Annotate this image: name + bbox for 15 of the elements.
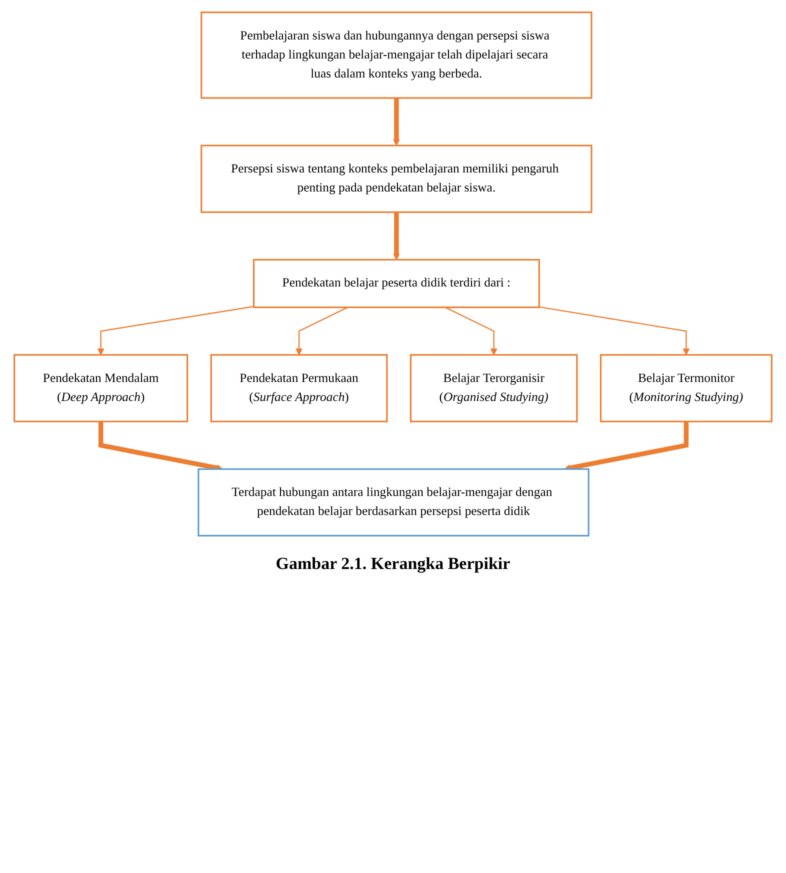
node-box: Pendekatan Permukaan (Surface Approach) [210,354,388,422]
node-box: Pendekatan belajar peserta didik terdiri dari : [252,258,540,308]
arrow [392,98,400,146]
arrow [97,306,254,356]
node-box: Pembelajaran siswa dan hubungannya dengan persepsi siswa terhadap lingkungan belajar-mengajar telah dipelajari secara luas dalam konteks yang berbeda. [200,12,592,99]
arrow [444,306,498,356]
node-box: Belajar Terorganisir (Organised Studying) [410,354,578,422]
node-box: Persepsi siswa tentang konteks pembelajaran memiliki pengaruh penting pada pendekatan belajar siswa. [200,144,592,213]
node-box: Belajar Termonitor (Monitoring Studying) [600,354,772,422]
node-box: Pendekatan Mendalam (Deep Approach) [14,354,188,422]
arrow [392,212,400,260]
caption: Gambar 2.1. Kerangka Berpikir [276,554,510,574]
arrow [296,306,348,356]
arrow [539,306,690,356]
node-box: Terdapat hubungan antara lingkungan belajar-mengajar dengan pendekatan belajar berdasarkan persepsi peserta didik [198,468,590,536]
